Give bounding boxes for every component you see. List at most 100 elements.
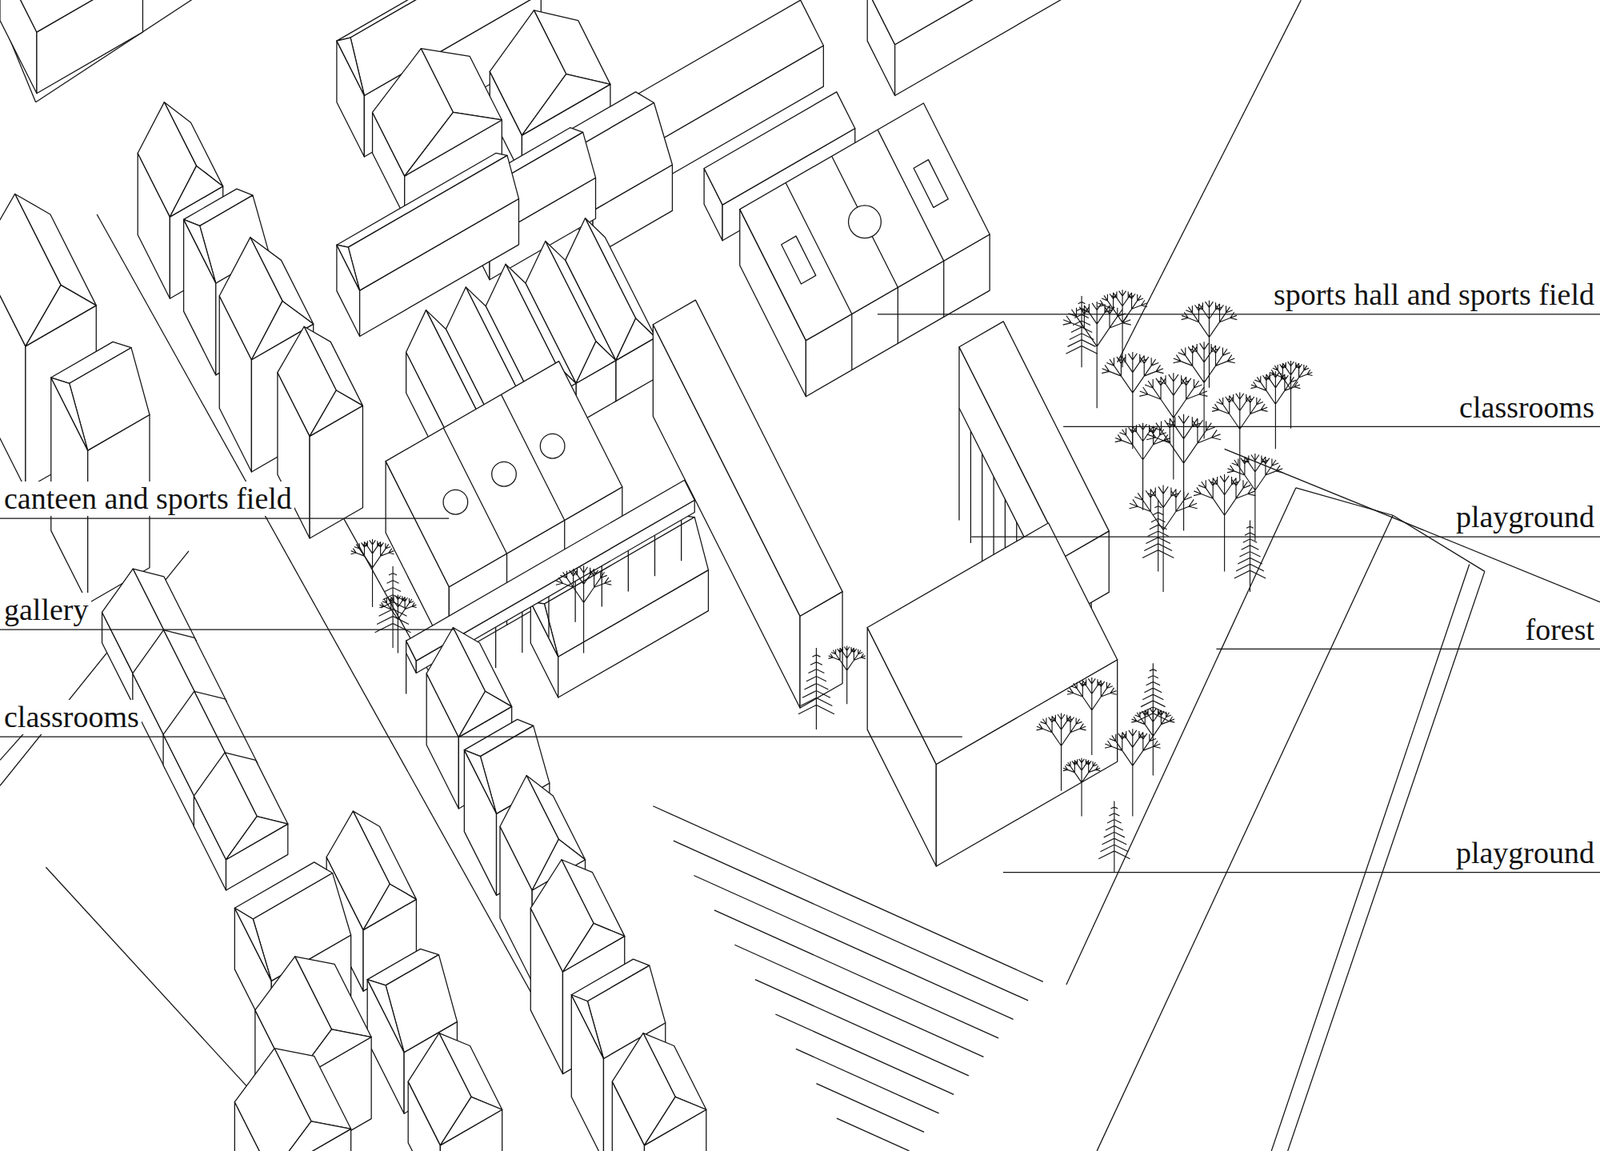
tree <box>1193 474 1256 572</box>
building <box>867 523 1118 867</box>
tree <box>379 595 416 654</box>
gable <box>562 923 624 972</box>
road-line <box>1096 515 1393 1151</box>
tree <box>798 648 835 730</box>
tree <box>1172 341 1235 439</box>
leader-line <box>1003 872 1600 873</box>
court-marking <box>781 236 816 284</box>
tree <box>375 566 412 648</box>
garden-plot-line <box>816 1084 924 1133</box>
leader-line <box>0 628 455 630</box>
leader-line <box>0 517 449 519</box>
court-marking <box>443 489 468 515</box>
tree <box>1146 414 1221 532</box>
tree <box>1063 301 1132 408</box>
building <box>408 1033 502 1151</box>
gable <box>440 1096 502 1146</box>
court-marking <box>540 433 565 459</box>
gable <box>576 341 616 384</box>
tree <box>556 565 612 653</box>
gable <box>363 884 416 930</box>
tree <box>1128 484 1197 592</box>
tree <box>1115 423 1172 511</box>
building <box>612 1033 706 1151</box>
gable <box>271 1121 351 1151</box>
building <box>234 1048 351 1151</box>
tree <box>1268 360 1312 429</box>
gable <box>184 219 216 284</box>
garden-plot-line <box>796 1048 940 1113</box>
gable <box>336 244 360 291</box>
gable <box>25 284 96 347</box>
gable <box>226 816 288 860</box>
tree <box>1234 520 1266 592</box>
gable <box>367 980 404 1053</box>
roof <box>867 0 1072 45</box>
buildings <box>0 0 1118 1151</box>
tree <box>1036 713 1087 792</box>
road-line <box>1224 448 1600 602</box>
garden-plot-line <box>734 944 984 1057</box>
court-marking <box>913 160 948 208</box>
building <box>51 341 150 604</box>
tree <box>1097 289 1148 368</box>
building <box>0 0 143 94</box>
leader-line <box>0 736 963 737</box>
tree <box>1227 453 1284 541</box>
gable <box>530 602 558 657</box>
garden-plot-line <box>693 876 1013 1020</box>
callout-label: classrooms <box>1456 390 1597 425</box>
roof <box>652 300 843 616</box>
building <box>740 103 990 397</box>
court-marking <box>848 205 882 239</box>
roof <box>234 1048 312 1151</box>
callout-label: forest <box>1523 612 1598 648</box>
gable <box>464 750 496 815</box>
road-line <box>1271 564 1469 1151</box>
trees <box>351 289 1313 872</box>
gable <box>51 377 88 451</box>
leader-lines <box>0 314 1600 873</box>
leader-line <box>877 313 1600 315</box>
road-line <box>1296 488 1393 516</box>
road-line <box>96 214 620 1151</box>
leader-line <box>971 536 1600 537</box>
tree <box>1063 758 1100 817</box>
callout-label: canteen and sports field <box>1 481 295 516</box>
gable <box>571 995 604 1060</box>
tree <box>1098 800 1130 872</box>
building <box>137 102 224 300</box>
gable <box>336 37 364 96</box>
roof <box>0 0 143 32</box>
callout-label: gallery <box>1 592 92 628</box>
leader-line <box>1063 426 1600 428</box>
roof <box>959 321 1109 557</box>
roof <box>740 103 990 341</box>
gable <box>234 908 272 981</box>
roof <box>372 48 454 176</box>
callout-label: playground <box>1453 500 1597 535</box>
tree <box>1250 371 1300 449</box>
tree <box>1142 500 1174 572</box>
gable <box>644 1096 706 1146</box>
gable <box>309 390 363 436</box>
court-marking <box>492 461 517 487</box>
callout-label: playground <box>1453 836 1597 871</box>
tree <box>1181 300 1238 388</box>
callout-label: classrooms <box>1 700 142 735</box>
roof <box>348 155 519 291</box>
leader-line <box>1216 648 1600 650</box>
building <box>193 752 288 891</box>
gable <box>616 318 656 361</box>
garden-plot-line <box>755 980 969 1076</box>
tree <box>1104 728 1161 816</box>
callout-label: sports hall and sports field <box>1271 277 1597 312</box>
tree <box>1065 296 1097 368</box>
building <box>867 0 1072 96</box>
garden-plot-line <box>775 1014 954 1095</box>
garden-plot-line <box>673 840 1028 1001</box>
tree <box>1137 663 1169 735</box>
